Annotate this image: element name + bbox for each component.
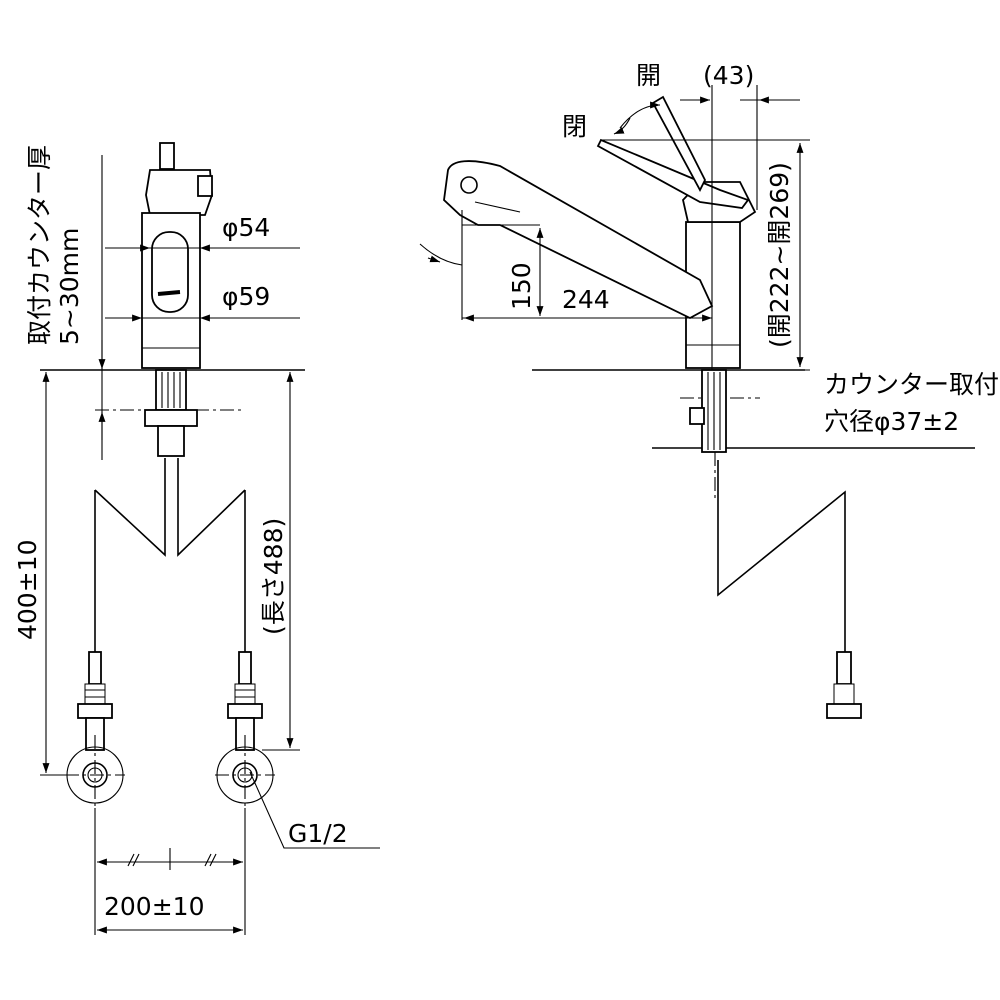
dia-54-label: φ54: [222, 213, 270, 242]
front-view: [40, 142, 380, 935]
reach-244-label: 244: [562, 285, 610, 314]
hole-label-line2: 穴径φ37±2: [824, 407, 959, 436]
dia-59-label: φ59: [222, 282, 270, 311]
dim-200-label: 200±10: [104, 892, 204, 921]
thread-label: G1/2: [288, 819, 348, 848]
counter-thickness-range-label: 5~30mm: [55, 228, 84, 345]
length-488-label: (長さ488): [259, 518, 288, 635]
dim-43-label: (43): [703, 61, 754, 90]
open-top-label: 開: [636, 61, 661, 90]
height-150-label: 150: [507, 262, 536, 310]
counter-thickness-label: 取付カウンター厚: [25, 145, 54, 345]
open-side-label: 閉: [562, 112, 587, 141]
side-view: [419, 85, 975, 719]
hole-label-line1: カウンター取付: [824, 370, 999, 399]
dim-400-label: 400±10: [13, 540, 42, 640]
open-height-label: (開222~開269): [765, 162, 794, 348]
